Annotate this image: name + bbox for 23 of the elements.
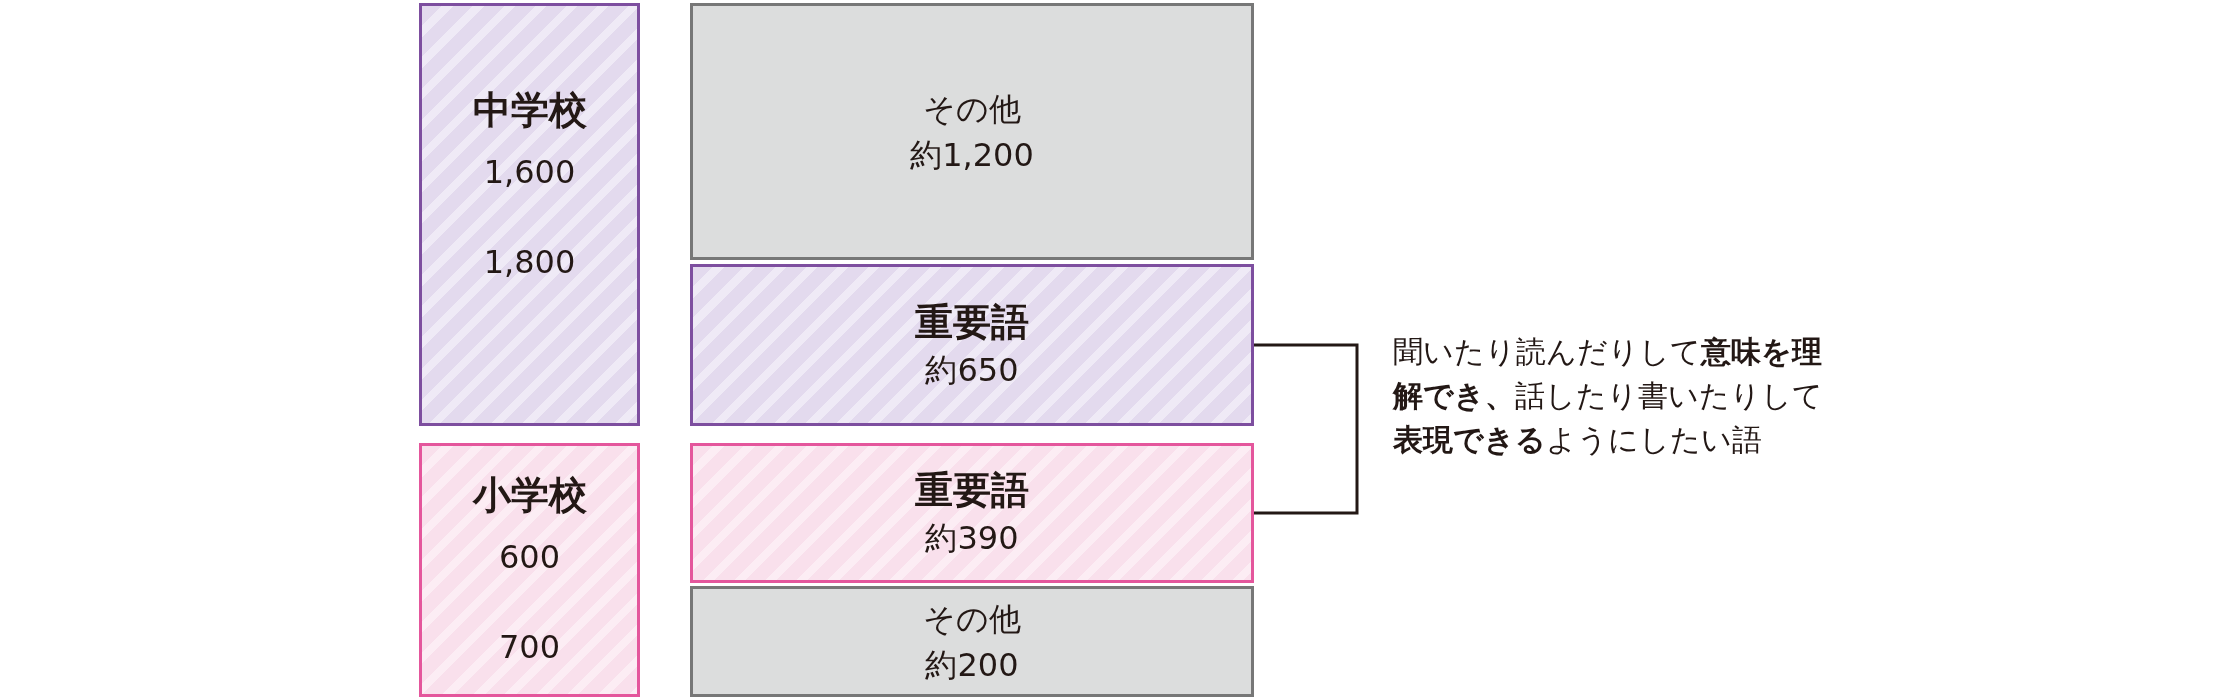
key-vocabulary-box — [690, 264, 1254, 426]
bracket-connector — [1254, 343, 1359, 425]
heading: 小学校 — [472, 472, 587, 519]
count-label: 約390 — [925, 518, 1019, 559]
heading: 重要語 — [915, 299, 1029, 346]
count-label: 600 — [498, 537, 561, 578]
count-label: 700 — [498, 627, 561, 668]
count-label: 約1,200 — [910, 134, 1034, 176]
word-count-box — [690, 586, 1254, 697]
count-label: 約200 — [925, 644, 1019, 686]
description-text: 聞いたり読んだりして意味を理解でき、話したり書いたりして表現できるようにしたい語 — [1393, 333, 1824, 459]
heading: 中学校 — [472, 86, 587, 134]
key-vocabulary-box — [690, 443, 1254, 583]
word-count-box — [690, 3, 1254, 260]
count-label: 約650 — [925, 350, 1019, 391]
school-level-box — [419, 3, 640, 426]
heading: 重要語 — [915, 467, 1029, 514]
bracket-connector — [1254, 425, 1359, 515]
category-label: その他 — [923, 598, 1021, 640]
school-level-box — [419, 443, 640, 697]
count-label: 1,800 — [483, 241, 576, 283]
category-label: その他 — [923, 88, 1021, 130]
count-label: 1,600 — [483, 151, 576, 193]
